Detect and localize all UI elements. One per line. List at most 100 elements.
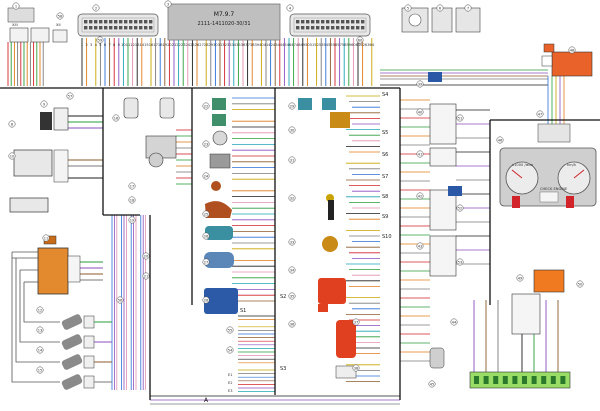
- pin-number: 26: [195, 43, 200, 47]
- pin-number: 19: [163, 43, 168, 47]
- pin-number: 36: [241, 43, 246, 47]
- ecu-block: М7.9.7 2111-1411020-30/31: [167, 3, 281, 41]
- immobilizer-module: [533, 269, 565, 293]
- splice-s7: S7: [382, 174, 388, 180]
- pin: [144, 20, 148, 24]
- reference-marker: [142, 252, 150, 260]
- reference-marker: [92, 4, 100, 12]
- pin-number: 59: [347, 43, 352, 47]
- reference-number: 33: [290, 240, 295, 244]
- pin-number: 38: [250, 43, 255, 47]
- splice-s2: S2: [280, 294, 286, 300]
- ground-e3: E3: [228, 389, 233, 393]
- pin-number: 8: [113, 43, 116, 47]
- diagnostic-connector: [7, 7, 68, 43]
- green-bar-pin: [483, 376, 489, 384]
- reference-marker: [40, 100, 48, 108]
- ground-labels: E1 E2 E3 A: [204, 373, 233, 404]
- reference-number: 41: [418, 152, 423, 156]
- pin: [119, 20, 123, 24]
- speed-sensor: [204, 98, 238, 314]
- reference-marker: [288, 102, 296, 110]
- pin-number: 34: [232, 43, 237, 47]
- pin-number: 61: [356, 43, 361, 47]
- injector-connector: [83, 355, 95, 369]
- green-bar-pin: [474, 376, 479, 384]
- pin-number: 64: [370, 43, 375, 47]
- pin: [316, 20, 320, 24]
- top-right-connectors: [401, 7, 481, 33]
- pin: [361, 26, 365, 30]
- reference-number: 38: [354, 366, 359, 370]
- right-column-sensors: [298, 98, 357, 379]
- splice-labels: S1 S2 S3 S4 S5 S6 S7 S8 S9 S10: [240, 92, 392, 372]
- pin: [149, 20, 153, 24]
- reference-number: 7: [467, 6, 469, 10]
- pin-number: 11: [126, 43, 131, 47]
- pin-number: 2: [85, 43, 87, 47]
- pin: [84, 20, 88, 24]
- splice-s4: S4: [382, 92, 388, 98]
- reference-marker: [496, 136, 504, 144]
- pin-number: 32: [222, 43, 227, 47]
- pin-number: 54: [324, 43, 329, 47]
- reference-marker: [576, 280, 584, 288]
- pin: [301, 26, 305, 30]
- pin: [336, 26, 340, 30]
- reference-number: 37: [354, 320, 359, 324]
- reference-marker: [288, 320, 296, 328]
- reference-marker: [42, 234, 50, 242]
- reference-number: 2: [95, 6, 97, 10]
- reference-marker: [352, 364, 360, 372]
- reference-number: 35: [290, 294, 295, 298]
- pin: [94, 20, 98, 24]
- wire-bundles: [7, 38, 565, 405]
- reference-marker: [456, 114, 464, 122]
- pin: [296, 20, 300, 24]
- pin: [114, 26, 118, 30]
- pin: [134, 20, 138, 24]
- pin-number: 3: [90, 43, 92, 47]
- reference-marker: [112, 114, 120, 122]
- pin: [326, 26, 330, 30]
- pin-number: 58: [342, 43, 347, 47]
- pin: [139, 20, 143, 24]
- splice-s5: S5: [382, 130, 388, 136]
- pin-number: 33: [227, 43, 232, 47]
- reference-number: 55: [228, 328, 233, 332]
- ecu-part-number: 2111-1411020-30/31: [197, 21, 250, 27]
- reference-marker: [352, 318, 360, 326]
- splice-s3: S3: [280, 366, 286, 372]
- pin-number: 48: [296, 43, 301, 47]
- ground-e1: E1: [228, 373, 233, 377]
- pin-number: 56: [333, 43, 338, 47]
- reference-marker: [202, 210, 210, 218]
- pin-number: 18: [158, 43, 163, 47]
- reference-number: 13: [38, 328, 43, 332]
- reference-marker: [416, 242, 424, 250]
- pin-number: 50: [305, 43, 310, 47]
- reference-marker: [202, 172, 210, 180]
- green-bar-pin: [550, 376, 556, 384]
- pin-number: 14: [140, 43, 145, 47]
- reference-marker: [142, 272, 150, 280]
- pin: [311, 26, 315, 30]
- reference-marker: [286, 4, 294, 12]
- ground-e2: E2: [228, 381, 233, 385]
- reference-number: 56: [118, 298, 123, 302]
- reference-number: 48: [570, 48, 575, 52]
- splice-s8: S8: [382, 194, 388, 200]
- reference-number: 54: [228, 348, 233, 352]
- reference-number: 15: [38, 368, 43, 372]
- splice-s1: S1: [240, 308, 246, 314]
- pin-number: 42: [268, 43, 273, 47]
- pin: [346, 26, 350, 30]
- pin-number: 10: [121, 43, 126, 47]
- injector-body: [61, 374, 83, 390]
- pin-number: 22: [176, 43, 181, 47]
- reference-number: 57: [68, 94, 73, 98]
- ecu-connector-right: [289, 13, 371, 37]
- pin: [331, 20, 335, 24]
- reference-marker: [416, 108, 424, 116]
